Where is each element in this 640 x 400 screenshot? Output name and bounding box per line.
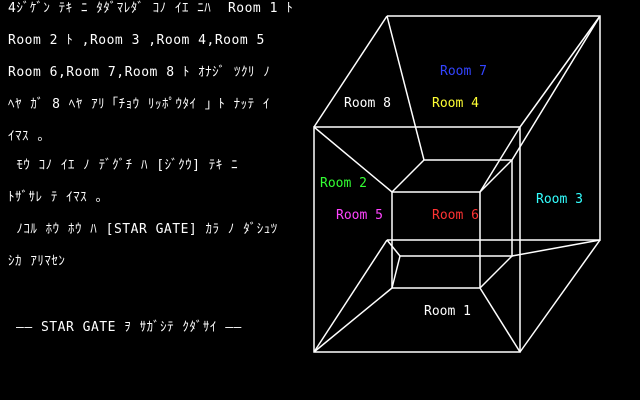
room-1-label: Room 1 [424, 304, 471, 319]
story-text-line-5: ｲﾏｽ 。 [8, 129, 51, 144]
story-text-line-7: ﾄｻﾞｻﾚ ﾃ ｲﾏｽ 。 [8, 190, 109, 205]
edge-tl [313, 15, 388, 128]
story-text-line-9: ｼｶ ｱﾘﾏｾﾝ [8, 254, 66, 269]
link-front-tl [313, 126, 393, 193]
room-4-label: Room 4 [432, 96, 479, 111]
link-back-br [511, 239, 601, 257]
room-2-label: Room 2 [320, 176, 367, 191]
story-text-line-6: ﾓｳ ｺﾉ ｲｴ ﾉ ﾃﾞｸﾞﾁ ﾊ [ｼﾞｸｳ] ﾃｷ ﾆ [8, 158, 239, 173]
room-5-label: Room 5 [336, 208, 383, 223]
story-text-line-4: ﾍﾔ ｶﾞ 8 ﾍﾔ ｱﾘ「ﾁｮｳ ﾘｯﾎﾟｳﾀｲ 」ﾄ ﾅｯﾃ ｲ [8, 97, 270, 112]
edge-tr [519, 15, 601, 128]
inner-back-face [400, 159, 513, 257]
room-8-label: Room 8 [344, 96, 391, 111]
room-3-label: Room 3 [536, 192, 583, 207]
room-6-label: Room 6 [432, 208, 479, 223]
edge-br [519, 239, 601, 353]
outer-back-face [387, 15, 601, 241]
instruction-banner: —— STAR GATE ｦ ｻｶﾞｼﾃ ｸﾀﾞｻｲ —— [16, 320, 242, 335]
link-front-br [479, 287, 521, 353]
link-front-bl [313, 287, 393, 353]
story-text-line-3: Room 6,Room 7,Room 8 ﾄ ｵﾅｼﾞ ﾂｸﾘ ﾉ [8, 65, 271, 80]
story-text-line-2: Room 2 ﾄ ,Room 3 ,Room 4,Room 5 [8, 33, 265, 48]
link-back-tl [386, 15, 425, 161]
story-text-line-1: 4ｼﾞｹﾞﾝ ﾃｷ ﾆ ﾀﾀﾞﾏﾚﾀﾞ ｺﾉ ｲｴ ﾆﾊ Room 1 ﾄ [8, 1, 294, 16]
story-text-line-8: ﾉｺﾙ ﾎｳ ﾎｳ ﾊ [STAR GATE] ｶﾗ ﾉ ﾀﾞｼｭﾂ [8, 222, 278, 237]
link-front-tr [479, 126, 521, 193]
room-7-label: Room 7 [440, 64, 487, 79]
link-back-tr [511, 15, 601, 161]
link-back-bl [386, 239, 401, 257]
edge-bl [313, 239, 388, 353]
